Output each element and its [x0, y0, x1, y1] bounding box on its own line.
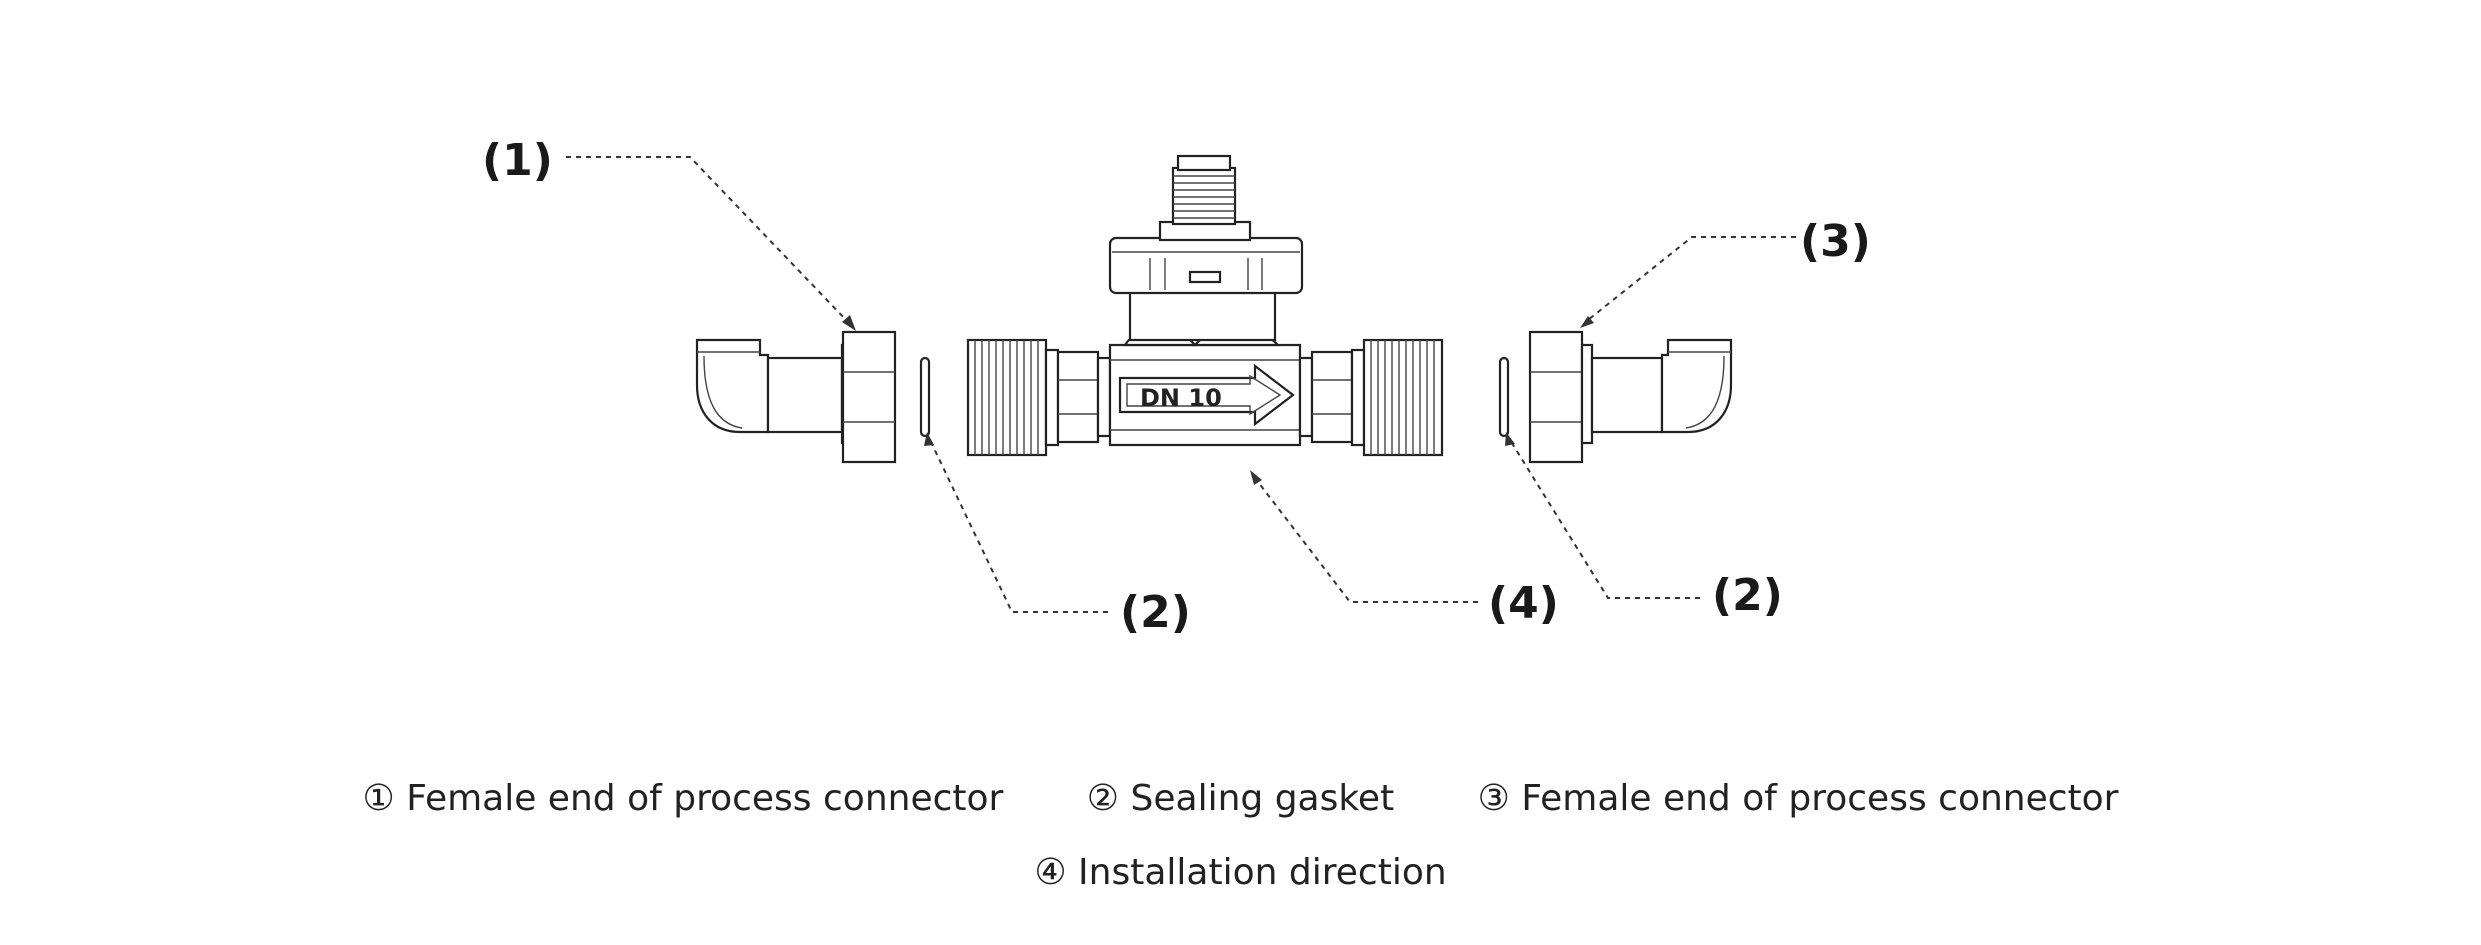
callout-2-right: (2) — [1712, 570, 1783, 621]
legend-row-1: ① Female end of process connector ② Seal… — [0, 778, 2481, 819]
left-sealing-gasket — [919, 356, 931, 438]
callout-4: (4) — [1488, 578, 1559, 629]
leader-line-2-left — [929, 439, 1108, 613]
legend-row-2: ④ Installation direction — [0, 852, 2481, 893]
legend-item-1: ① Female end of process connector — [362, 778, 1004, 819]
callout-3: (3) — [1800, 216, 1871, 267]
callout-1: (1) — [482, 135, 553, 186]
callout-2-left: (2) — [1120, 587, 1191, 638]
legend-item-3: ③ Female end of process connector — [1477, 778, 2119, 819]
leader-arrow-4 — [1250, 470, 1262, 485]
leader-line-2-right — [1509, 439, 1700, 599]
leader-line-1 — [566, 156, 849, 323]
leader-arrow-1 — [842, 315, 856, 331]
leader-line-4 — [1254, 477, 1478, 603]
legend-item-2: ② Sealing gasket — [1086, 778, 1395, 819]
right-sealing-gasket — [1498, 356, 1510, 438]
left-female-connector — [695, 330, 897, 464]
flow-meter-body: DN 10 — [966, 154, 1444, 457]
body-size-label: DN 10 — [1140, 384, 1222, 412]
leader-line-3 — [1587, 236, 1796, 321]
legend-item-4: ④ Installation direction — [1034, 852, 1447, 893]
leader-arrow-2-right — [1505, 432, 1515, 446]
leader-arrow-3 — [1580, 316, 1594, 328]
right-female-connector — [1528, 330, 1733, 464]
leader-arrow-2-left — [924, 432, 934, 446]
